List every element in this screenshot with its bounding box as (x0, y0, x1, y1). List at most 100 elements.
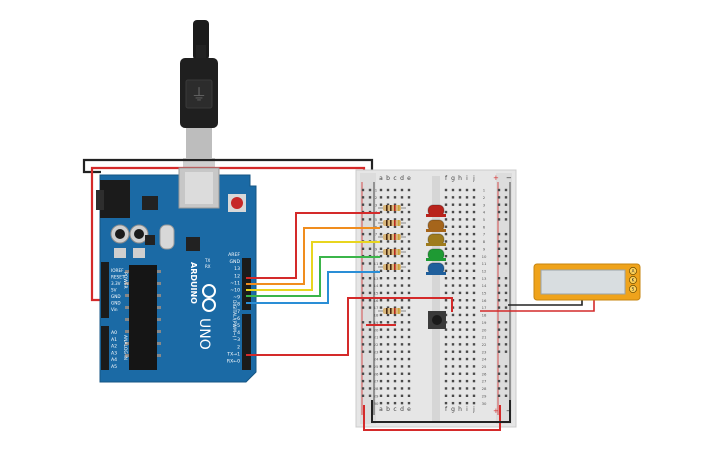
breadboard-hole[interactable] (393, 240, 397, 243)
breadboard-hole[interactable] (379, 262, 383, 265)
breadboard-hole[interactable] (393, 299, 397, 302)
breadboard-hole[interactable] (379, 269, 383, 273)
breadboard-hole[interactable] (407, 291, 411, 295)
breadboard-hole[interactable] (451, 394, 455, 397)
breadboard-hole[interactable] (465, 321, 469, 324)
breadboard-hole[interactable] (451, 313, 455, 317)
breadboard-hole[interactable] (451, 284, 455, 287)
wire-green-pin9[interactable] (246, 256, 380, 297)
breadboard-hole[interactable] (386, 401, 390, 405)
breadboard-hole[interactable] (451, 365, 455, 368)
breadboard-hole[interactable] (400, 379, 404, 383)
breadboard-hole[interactable] (393, 372, 397, 375)
rail-hole[interactable] (497, 254, 501, 258)
breadboard-hole[interactable] (472, 328, 476, 331)
breadboard-hole[interactable] (386, 343, 390, 346)
breadboard-hole[interactable] (407, 335, 411, 339)
resistor[interactable] (378, 249, 406, 255)
rail-hole[interactable] (504, 365, 508, 368)
rail-hole[interactable] (361, 365, 365, 368)
breadboard-hole[interactable] (458, 365, 462, 368)
rail-hole[interactable] (368, 232, 372, 236)
breadboard-hole[interactable] (407, 328, 411, 331)
breadboard-hole[interactable] (472, 188, 476, 192)
breadboard-hole[interactable] (393, 335, 397, 339)
breadboard-hole[interactable] (379, 321, 383, 324)
rail-hole[interactable] (497, 379, 501, 383)
breadboard-hole[interactable] (379, 203, 383, 206)
breadboard-hole[interactable] (451, 379, 455, 383)
breadboard-hole[interactable] (458, 335, 462, 339)
breadboard-hole[interactable] (400, 284, 404, 287)
rail-hole[interactable] (497, 328, 501, 331)
rail-hole[interactable] (497, 284, 501, 287)
breadboard-hole[interactable] (379, 240, 383, 243)
breadboard-hole[interactable] (400, 262, 404, 265)
rail-hole[interactable] (368, 328, 372, 331)
resistor[interactable] (378, 264, 406, 270)
rail-hole[interactable] (497, 306, 501, 309)
rail-hole[interactable] (504, 299, 508, 302)
rail-hole[interactable] (368, 306, 372, 309)
display-pin[interactable]: A (629, 267, 637, 275)
breadboard-hole[interactable] (393, 203, 397, 206)
rail-hole[interactable] (497, 247, 501, 250)
breadboard-hole[interactable] (407, 247, 411, 250)
breadboard-hole[interactable] (407, 379, 411, 383)
breadboard-hole[interactable] (379, 328, 383, 331)
rail-hole[interactable] (368, 350, 372, 353)
breadboard-hole[interactable] (465, 313, 469, 317)
breadboard-hole[interactable] (472, 240, 476, 243)
breadboard-hole[interactable] (451, 210, 455, 214)
breadboard-hole[interactable] (444, 247, 448, 250)
rail-hole[interactable] (504, 240, 508, 243)
wire-red-bottom-rail[interactable] (363, 405, 501, 431)
breadboard-hole[interactable] (386, 365, 390, 368)
breadboard-hole[interactable] (451, 335, 455, 339)
breadboard-hole[interactable] (465, 306, 469, 309)
breadboard-hole[interactable] (400, 387, 404, 390)
breadboard-hole[interactable] (386, 225, 390, 228)
breadboard-hole[interactable] (444, 210, 448, 214)
breadboard-hole[interactable] (400, 357, 404, 361)
breadboard-hole[interactable] (451, 240, 455, 243)
breadboard-hole[interactable] (465, 232, 469, 236)
breadboard-hole[interactable] (465, 357, 469, 361)
breadboard-hole[interactable] (472, 210, 476, 214)
breadboard-hole[interactable] (393, 350, 397, 353)
display-pins[interactable]: AKS (629, 267, 637, 293)
rail-hole[interactable] (361, 394, 365, 397)
breadboard-hole[interactable] (400, 372, 404, 375)
breadboard-hole[interactable] (444, 262, 448, 265)
breadboard-hole[interactable] (451, 247, 455, 250)
breadboard-hole[interactable] (407, 232, 411, 236)
breadboard-hole[interactable] (451, 262, 455, 265)
breadboard-hole[interactable] (400, 188, 404, 192)
breadboard-hole[interactable] (444, 394, 448, 397)
breadboard-hole[interactable] (451, 387, 455, 390)
rail-hole[interactable] (361, 218, 365, 221)
digital-header-low[interactable] (242, 314, 251, 370)
breadboard-hole[interactable] (379, 225, 383, 228)
breadboard-hole[interactable] (407, 254, 411, 258)
breadboard-hole[interactable] (458, 313, 462, 317)
rail-hole[interactable] (497, 372, 501, 375)
rail-hole[interactable] (368, 335, 372, 339)
breadboard-hole[interactable] (386, 372, 390, 375)
breadboard-hole[interactable] (465, 284, 469, 287)
breadboard-hole[interactable] (393, 343, 397, 346)
breadboard-hole[interactable] (458, 343, 462, 346)
breadboard-hole[interactable] (379, 291, 383, 295)
breadboard-hole[interactable] (400, 394, 404, 397)
breadboard-hole[interactable] (444, 218, 448, 221)
breadboard-hole[interactable] (379, 306, 383, 309)
breadboard-hole[interactable] (472, 262, 476, 265)
breadboard-hole[interactable] (407, 262, 411, 265)
breadboard-hole[interactable] (458, 232, 462, 236)
breadboard-hole[interactable] (393, 254, 397, 258)
leds[interactable] (426, 204, 446, 275)
rail-hole[interactable] (497, 196, 501, 199)
breadboard-hole[interactable] (465, 372, 469, 375)
breadboard-hole[interactable] (444, 277, 448, 280)
